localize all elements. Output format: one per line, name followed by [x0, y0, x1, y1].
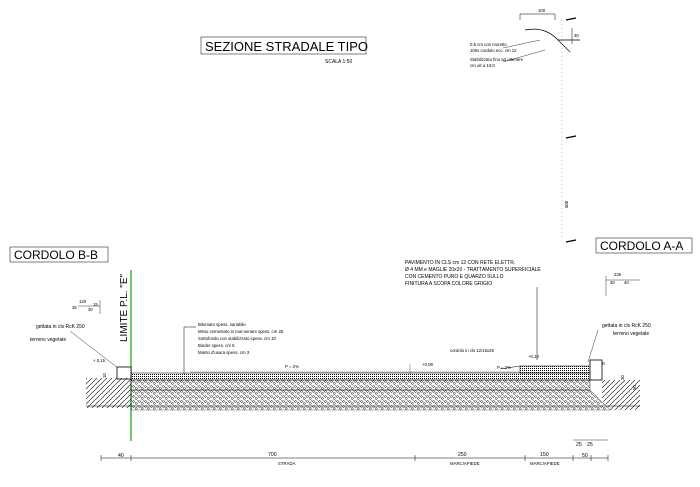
right-dim-30b: 30 [620, 375, 625, 380]
road-layer-2: Misto cementato in tout-venant spess. cm… [198, 329, 284, 334]
detail-dim-side: 30 [574, 33, 579, 38]
left-dim-35: 35 [72, 305, 77, 310]
detail-dim-top: 100 [538, 8, 546, 13]
right-material-1: gettata in cls RcK 250 [602, 323, 651, 329]
road-layer-5: Manto d'usura spess. cm 3 [198, 350, 250, 355]
detail-note-4: cm ±6 a 10,0 [470, 63, 495, 68]
elevation-mid: +0,08 [422, 362, 433, 367]
left-dim-10: 10 [102, 373, 107, 378]
road-layer-1: Bitumato spess. variabile [198, 322, 246, 327]
dim-250: 250 [458, 452, 467, 458]
slope-right: P = 2% [497, 365, 511, 370]
label-marciapiede-2: MARCIAPIEDE [530, 461, 560, 466]
cordolo-bb-header: CORDOLO B-B [9, 246, 109, 263]
bottom-dimensions: 40 700 250 150 25 25 50 STRADA MARCIAPIE… [100, 439, 609, 466]
vertical-dim-marks: 600 [561, 20, 577, 243]
pavement-note-2: Ø 4 MM e MAGLIE 20x20 - TRATTAMENTO SUPE… [405, 267, 541, 273]
left-curb-annotations: 120 35 30 15 gettata in cls RcK 250 terr… [30, 299, 119, 378]
detail-note-1: 0,5 cm con muretto [470, 42, 507, 47]
left-material-2: terreno vegetale [30, 337, 66, 343]
left-dim-30: 30 [88, 307, 93, 312]
detail-note-2: 100x cordolo ecc. cm 12 [470, 48, 517, 53]
left-dim-120: 120 [79, 299, 87, 304]
pavement-note-1: PAVIMENTO IN CLS cm 12 CON RETE ELETTR. [405, 260, 515, 266]
left-dim-015: + 0,15 [93, 358, 106, 363]
pavement-note: PAVIMENTO IN CLS cm 12 CON RETE ELETTR. … [405, 260, 541, 360]
cordolo-aa-header: CORDOLO A-A [595, 237, 693, 254]
road-body [86, 359, 640, 411]
dim-150: 150 [540, 452, 549, 458]
pavement-note-3: CON CEMENTO PURO E QUARZO SULLO [405, 274, 504, 280]
dim-50: 50 [582, 453, 588, 459]
vertical-dim-label: 600 [564, 200, 569, 208]
right-dim-20: 20 [600, 361, 605, 366]
limit-line-label: LIMITE P.L. "E" [119, 273, 130, 342]
cordolo-bb-label: CORDOLO B-B [14, 248, 98, 262]
title-text: SEZIONE STRADALE TIPO [205, 39, 368, 54]
left-dim-15: 15 [93, 302, 98, 307]
pavement-note-4: FINITURA A SCOPA COLORE GRIGIO [405, 281, 492, 287]
dim-700: 700 [268, 452, 277, 458]
elevation-right: +0,10 [528, 354, 539, 359]
centre-labels: P = 2% +0,08 cordolo in cls 12/15x25 +0,… [285, 348, 539, 370]
scale-text: SCALA 1:50 [325, 59, 352, 65]
curb-note: cordolo in cls 12/15x25 [450, 348, 495, 353]
drawing-title: SEZIONE STRADALE TIPO SCALA 1:50 [200, 36, 368, 65]
label-strada: STRADA [278, 461, 296, 466]
right-dim-30: 30 [610, 280, 615, 285]
road-layer-4: Binder spess. cm 5 [198, 343, 235, 348]
right-dim-235: 235 [614, 272, 622, 277]
label-marciapiede: MARCIAPIEDE [450, 461, 480, 466]
cordolo-aa-label: CORDOLO A-A [600, 239, 683, 253]
slope-left: P = 2% [285, 364, 299, 369]
right-dim-40: 40 [624, 280, 629, 285]
limit-line: LIMITE P.L. "E" [119, 270, 132, 441]
dim-25b: 25 [587, 442, 593, 448]
detail-note-3: Stabilizzato fino ad ottenere [470, 57, 524, 62]
detail-sketch: 100 30 0,5 cm con muretto 100x cordolo e… [470, 8, 580, 68]
left-material-1: gettata in cls RcK 250 [36, 324, 85, 330]
right-material-2: terreno vegetale [613, 331, 649, 337]
road-layer-3: Sottofondo con stabilizzato spess. cm 10 [198, 336, 276, 341]
dim-40: 40 [118, 453, 124, 459]
dim-25: 25 [576, 442, 582, 448]
road-layers-note: Bitumato spess. variabile Misto cementat… [183, 322, 284, 374]
